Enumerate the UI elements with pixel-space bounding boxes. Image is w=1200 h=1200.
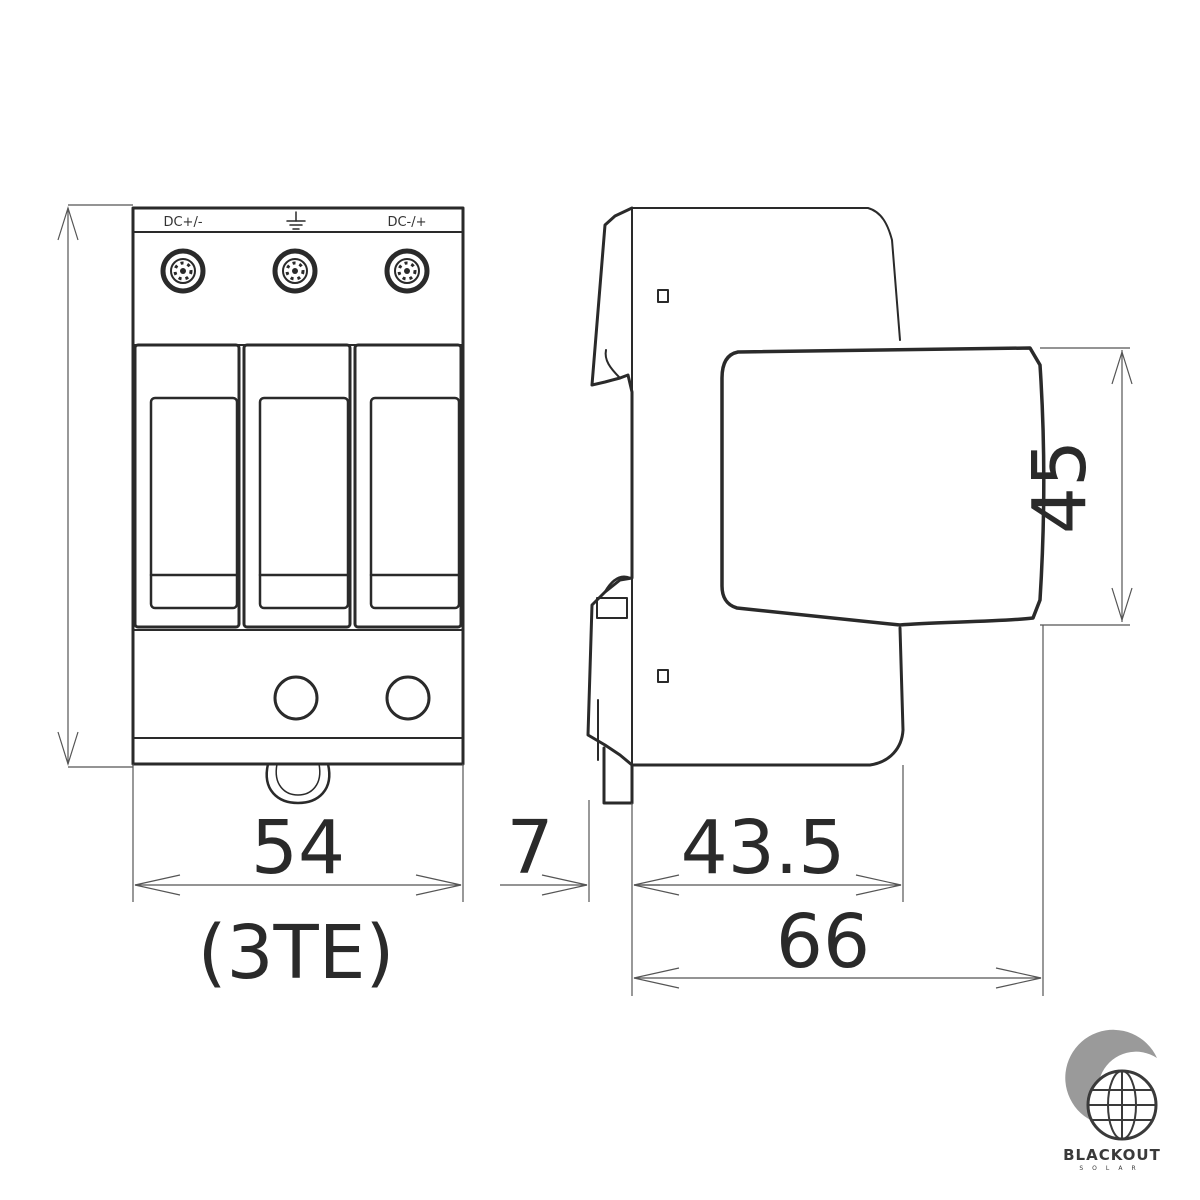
front-body-outline (131, 206, 465, 766)
terminal-screw-right (384, 248, 430, 294)
brand-tagline: SOLAR (1079, 1165, 1144, 1172)
module-left (133, 343, 241, 629)
dimension-43-5: 43.5 (681, 805, 846, 891)
side-module (720, 346, 1046, 627)
ground-icon (286, 211, 306, 230)
indicator-window-1 (273, 675, 319, 721)
side-back-profile (586, 206, 634, 805)
dimension-3te: (3TE) (198, 910, 395, 996)
din-clip (265, 762, 331, 805)
indicator-window-2 (385, 675, 431, 721)
dimension-7: 7 (506, 805, 553, 891)
side-view (586, 206, 1046, 805)
brand-name: BLACKOUT (1063, 1146, 1161, 1164)
dimension-66: 66 (776, 899, 870, 985)
module-right (353, 343, 463, 629)
height-dimension-front (57, 204, 133, 768)
front-view: DC+/- DC-/+ (131, 206, 465, 805)
brand-logo: BLACKOUT SOLAR (1063, 1029, 1161, 1172)
globe-icon (1065, 1029, 1158, 1141)
terminal-label-right: DC-/+ (387, 215, 426, 230)
terminal-label-left: DC+/- (163, 215, 202, 230)
dimension-45: 45 (1017, 440, 1103, 534)
side-marker-top (657, 289, 669, 303)
module-height-dimension: 45 (1017, 347, 1133, 626)
side-marker-bottom (657, 669, 669, 683)
module-middle (242, 343, 352, 629)
dimension-lines (132, 625, 1044, 996)
dimension-54: 54 (251, 805, 345, 891)
terminal-screw-middle (272, 248, 318, 294)
terminal-screw-left (160, 248, 206, 294)
